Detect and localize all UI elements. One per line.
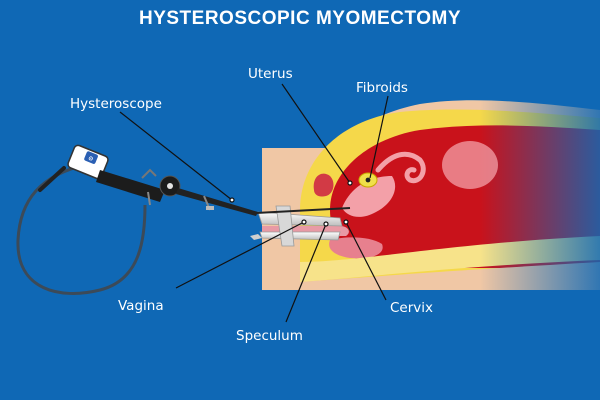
- leader-vagina: [175, 221, 305, 289]
- diagram-title: HYSTEROSCOPIC MYOMECTOMY: [138, 8, 461, 29]
- leader-speculum: [285, 223, 327, 323]
- leader-uterus: [281, 83, 351, 184]
- hysteroscope-brand-badge-icon: ⚙: [84, 151, 98, 164]
- scope-sheath: [176, 188, 258, 216]
- pelvic-cross-section: [262, 100, 600, 295]
- scope-cable-end: [38, 166, 66, 192]
- label-speculum: Speculum: [236, 328, 303, 344]
- label-fibroids: Fibroids: [356, 80, 408, 96]
- label-uterus: Uterus: [248, 66, 293, 82]
- fallopian-tube: [375, 151, 426, 184]
- ovary: [313, 173, 334, 197]
- label-cervix: Cervix: [390, 300, 434, 316]
- right-fade-overlay: [480, 100, 600, 295]
- scope-rod: [255, 207, 351, 214]
- camera-head: [67, 144, 109, 180]
- label-hysteroscope: Hysteroscope: [70, 96, 162, 112]
- light-cable: [16, 162, 147, 295]
- leader-lines: [119, 83, 389, 323]
- leader-cervix: [345, 221, 387, 301]
- hysteroscope: ⚙: [16, 144, 351, 295]
- fibroid: [358, 172, 378, 188]
- svg-text:⚙: ⚙: [87, 155, 95, 164]
- uterine-cavity: [342, 176, 396, 217]
- bladder: [329, 237, 383, 259]
- label-vagina: Vagina: [118, 298, 164, 314]
- intestine-mass: [442, 141, 498, 189]
- leader-hysteroscope: [119, 111, 233, 201]
- leader-fibroids: [369, 95, 389, 179]
